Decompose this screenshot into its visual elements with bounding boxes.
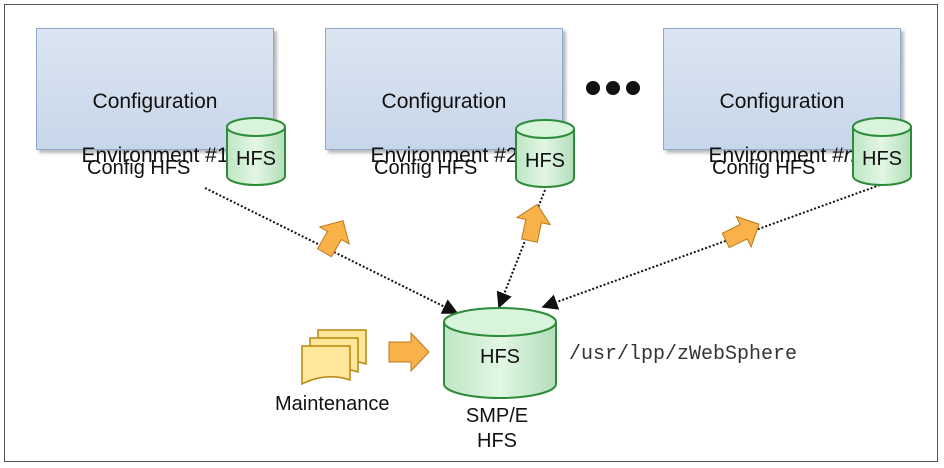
block-arrow-icon: [388, 331, 430, 373]
cylinder-label: HFS: [525, 150, 565, 172]
smpe-cylinder-label: HFS: [480, 346, 520, 368]
config-environment-n: Configuration Environment #n: [663, 28, 901, 167]
config-hfs-cylinder-1: HFS: [226, 117, 286, 186]
smpe-hfs-cylinder: HFS: [443, 307, 557, 399]
maintenance-documents-icon: [301, 329, 367, 386]
env-1-number: 1: [216, 144, 229, 167]
cylinder-label: HFS: [862, 148, 902, 170]
config-environment-1: Configuration Environment #1: [36, 28, 274, 167]
env-2-line1: Configuration: [381, 90, 507, 113]
ellipsis-dots: [586, 81, 640, 95]
env-1-line2-prefix: Environment #: [81, 144, 217, 167]
config-hfs-label-2: Config HFS: [374, 157, 478, 179]
maintenance-label: Maintenance: [275, 393, 390, 415]
install-path-label: /usr/lpp/zWebSphere: [569, 343, 798, 366]
env-2-number: 2: [505, 144, 518, 167]
env-n-number: n: [843, 144, 856, 167]
env-n-line1: Configuration: [719, 90, 845, 113]
block-arrow-icon: [721, 215, 760, 249]
env-2-line2-prefix: Environment #: [370, 144, 506, 167]
config-hfs-label-1: Config HFS: [87, 157, 191, 179]
cylinder-label: HFS: [236, 148, 276, 170]
config-hfs-cylinder-2: HFS: [515, 119, 575, 188]
smpe-caption-line2: HFS: [477, 430, 517, 452]
env-n-line2-prefix: Environment #: [708, 144, 844, 167]
block-arrow-icon: [316, 220, 351, 258]
smpe-caption-line1: SMP/E: [466, 405, 528, 427]
connector-envn: [541, 184, 881, 310]
config-hfs-cylinder-n: HFS: [852, 117, 912, 186]
env-1-line1: Configuration: [92, 90, 218, 113]
config-hfs-label-n: Config HFS: [712, 157, 816, 179]
block-arrow-icon: [515, 203, 552, 243]
